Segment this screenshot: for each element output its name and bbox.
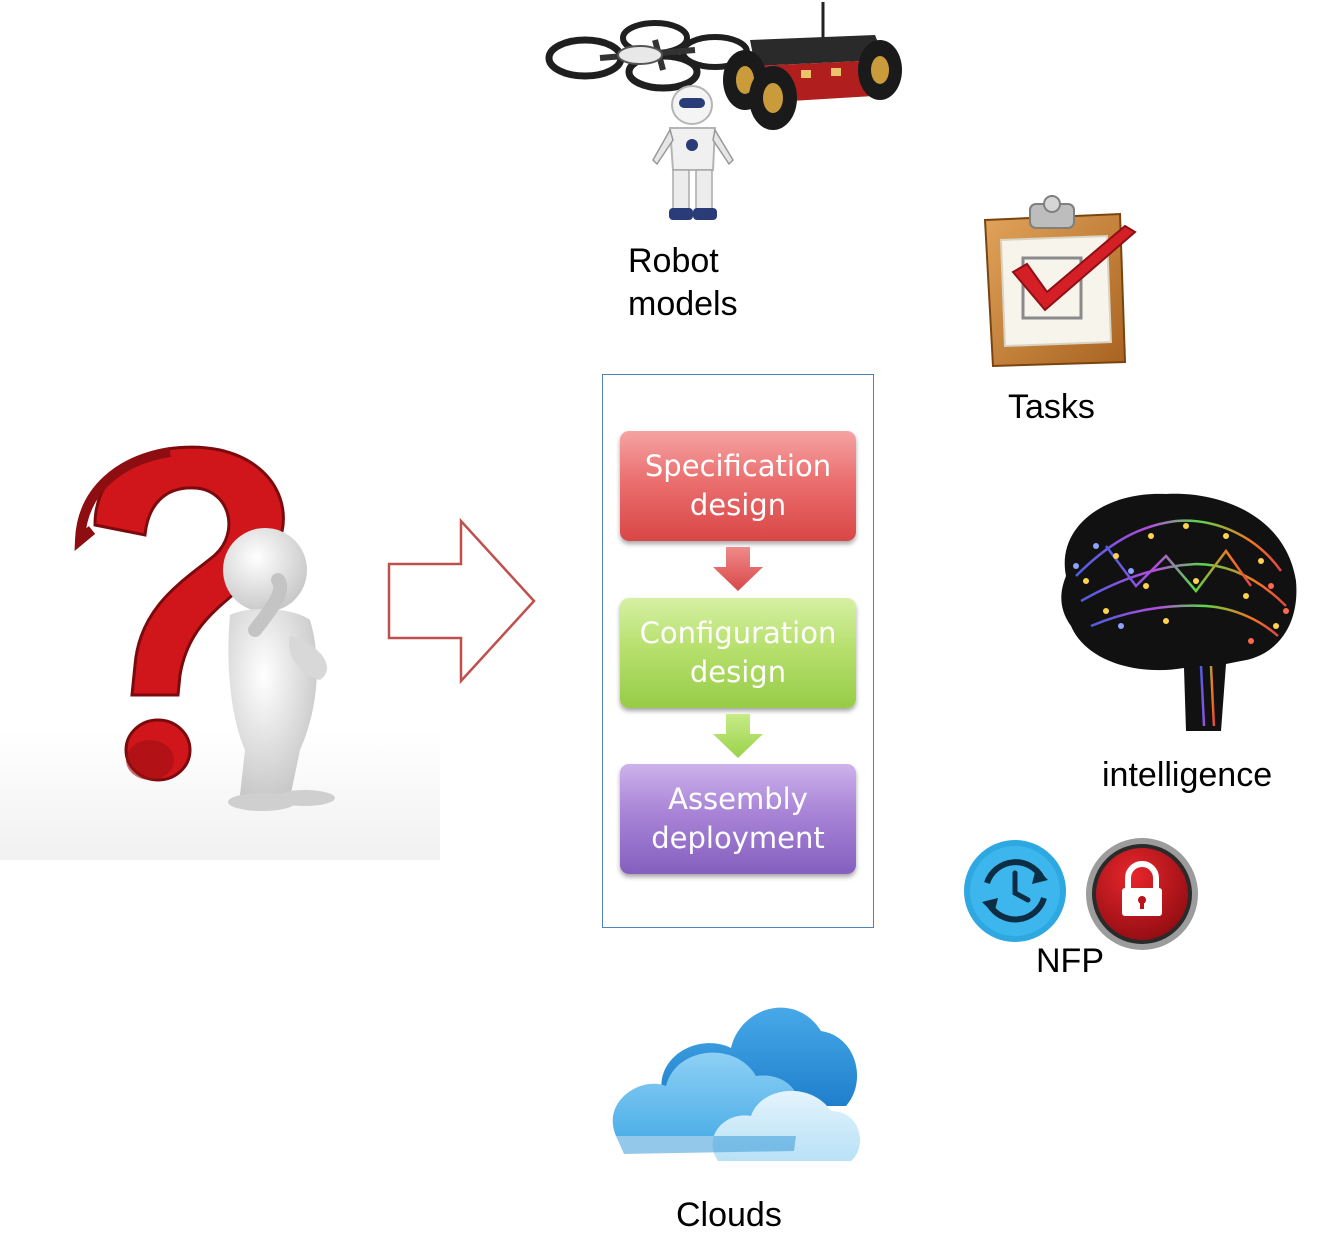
step-specification-line2: design bbox=[689, 488, 787, 522]
step-configuration-design: Configuration design bbox=[620, 598, 856, 708]
clipboard-checkmark-icon bbox=[983, 195, 1137, 368]
robot-models-label-line2: models bbox=[628, 285, 738, 323]
step-assembly-deployment: Assembly deployment bbox=[620, 764, 856, 874]
step-specification-line1: Specification bbox=[644, 449, 832, 483]
tasks-label: Tasks bbox=[1008, 388, 1095, 426]
cloud-icon bbox=[612, 1007, 861, 1161]
down-arrow-icon bbox=[713, 714, 763, 758]
nfp-label: NFP bbox=[1036, 942, 1104, 980]
robot-models-label-line1: Robot bbox=[628, 242, 719, 280]
step-configuration-line2: design bbox=[689, 655, 787, 689]
step-assembly-line2: deployment bbox=[651, 821, 825, 855]
right-arrow-icon bbox=[387, 518, 536, 684]
robot-models-icon bbox=[545, 2, 902, 220]
clouds-label: Clouds bbox=[676, 1196, 782, 1234]
down-arrow-icon bbox=[713, 547, 763, 591]
circuit-brain-icon bbox=[1061, 493, 1297, 731]
lock-icon bbox=[1086, 838, 1198, 950]
robot-models-label: Robot models bbox=[628, 240, 738, 326]
step-configuration-line1: Configuration bbox=[639, 616, 837, 650]
intelligence-label: intelligence bbox=[1102, 756, 1273, 794]
clock-sync-icon bbox=[964, 840, 1066, 942]
step-assembly-line1: Assembly bbox=[668, 782, 808, 816]
thinking-person-question-mark-icon bbox=[0, 445, 440, 860]
step-specification-design: Specification design bbox=[620, 431, 856, 541]
